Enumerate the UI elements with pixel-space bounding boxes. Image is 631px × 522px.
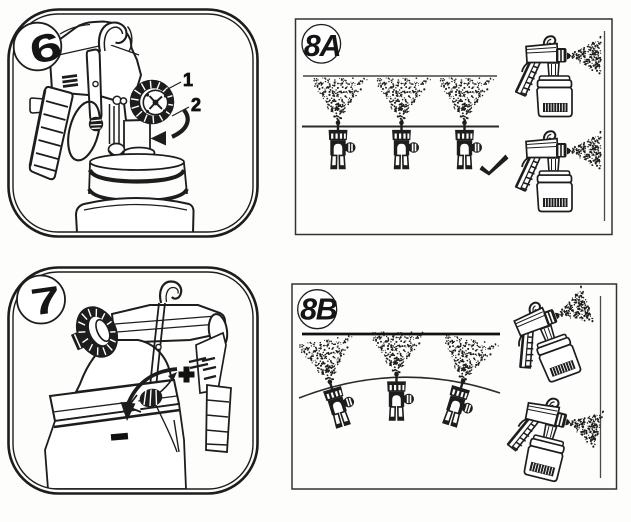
- svg-text:1: 1: [183, 70, 193, 90]
- svg-text:8B: 8B: [300, 293, 337, 327]
- svg-text:2: 2: [191, 95, 201, 115]
- svg-text:8A: 8A: [304, 29, 340, 63]
- svg-text:7: 7: [28, 277, 63, 323]
